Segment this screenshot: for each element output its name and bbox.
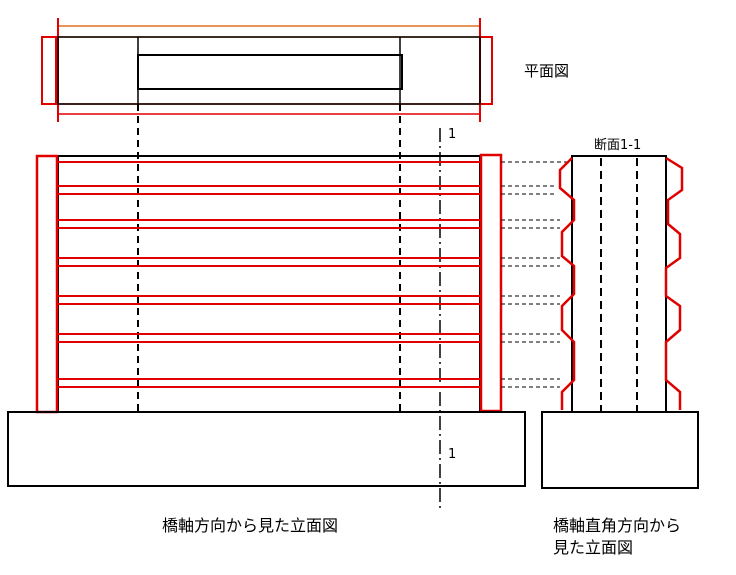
plan-body-outline — [57, 36, 481, 105]
footing-main — [7, 411, 526, 487]
bridge-axis-elevation: 橋軸方向から見た立面図 — [7, 153, 526, 535]
section-footing — [541, 411, 699, 489]
plan-view: 平面図 — [41, 18, 569, 122]
right-red-post — [479, 153, 503, 413]
section-mark-bottom: 1 — [448, 447, 456, 462]
bridge-axis-elevation-label: 橋軸方向から見た立面図 — [162, 516, 338, 535]
perp-elevation-label-line2: 見た立面図 — [553, 538, 633, 557]
projection-to-section — [501, 161, 572, 388]
section-mark-top: 1 — [448, 127, 456, 142]
section-column — [571, 155, 667, 413]
plan-left-red-bracket — [41, 36, 57, 105]
section-1-1: 断面1-1 橋軸直角方向から 見た立面図 — [541, 138, 699, 557]
plan-inner-beam — [137, 54, 403, 90]
red-bands — [58, 161, 480, 388]
section-title: 断面1-1 — [594, 138, 641, 153]
plan-view-label: 平面図 — [524, 62, 569, 80]
perp-elevation-label-line1: 橋軸直角方向から — [553, 516, 681, 535]
section-left-jacket — [558, 157, 576, 410]
left-red-post — [35, 154, 59, 414]
plan-right-red-bracket — [479, 36, 493, 105]
section-right-jacket — [664, 156, 684, 410]
